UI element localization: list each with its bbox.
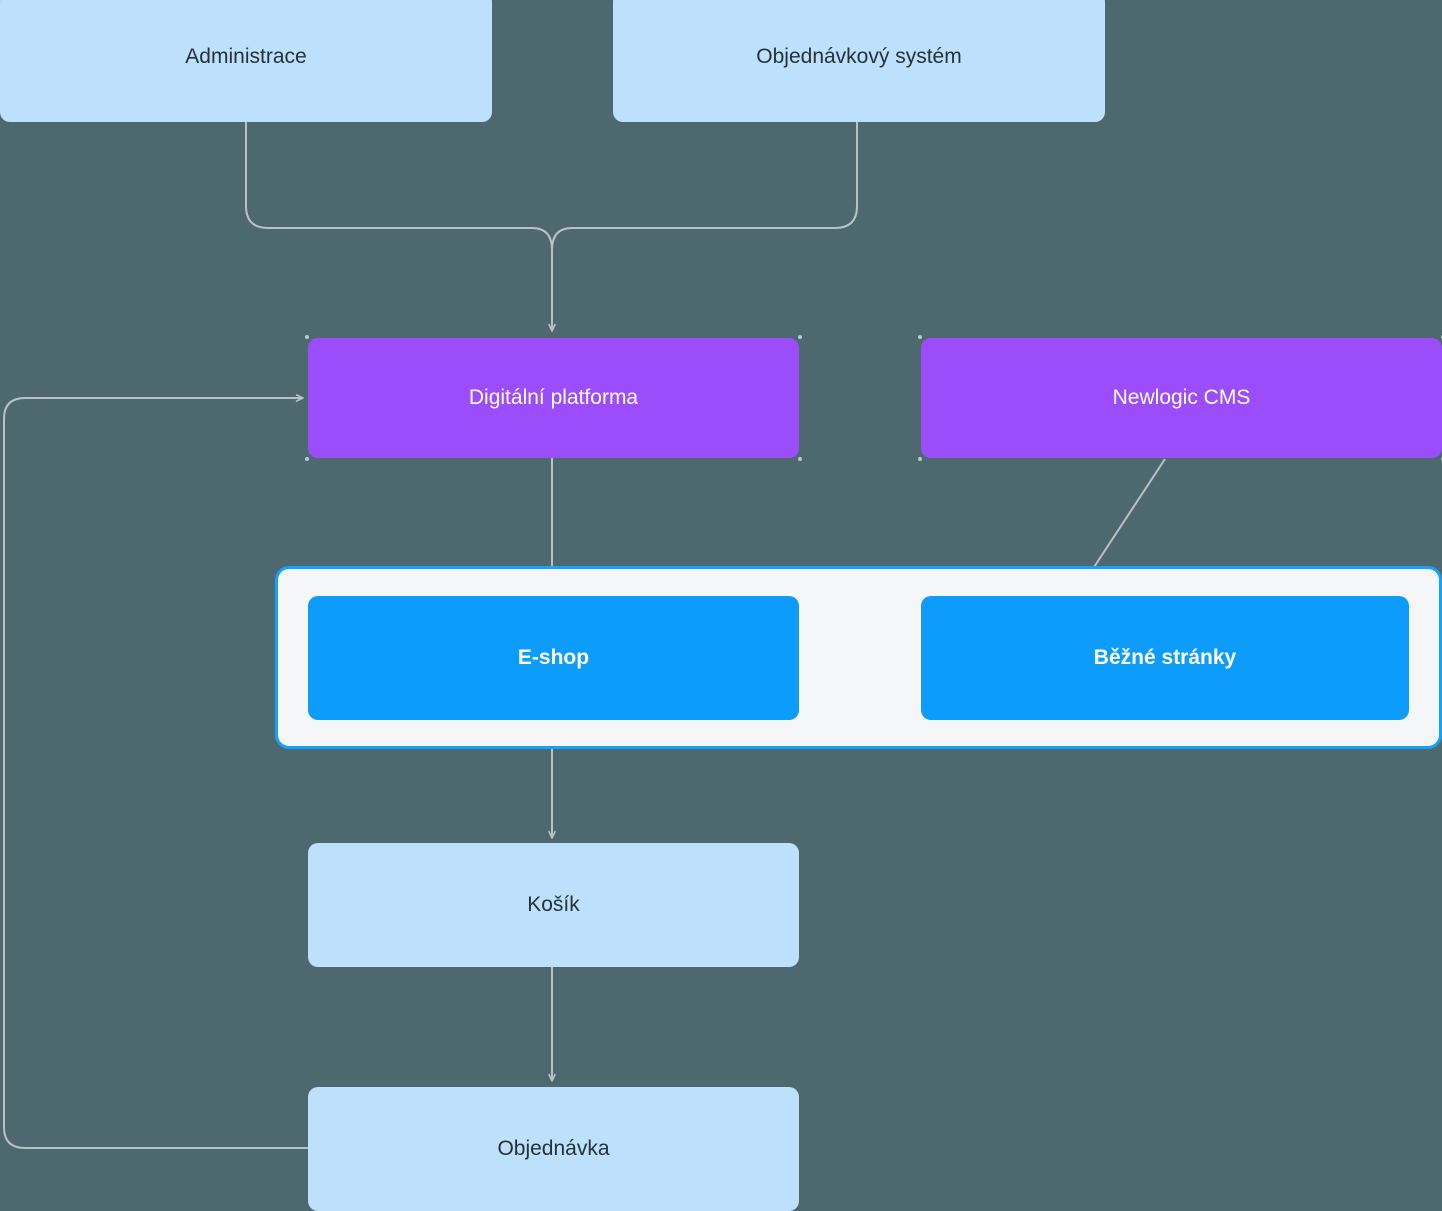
node-digitalni-platforma[interactable]: Digitální platforma [305,335,802,461]
node-bezne-stranky[interactable]: Běžné stránky [921,596,1409,720]
node-objednavkovy-system[interactable]: Objednávkový systém [613,0,1105,122]
node-digitalni-platforma-label: Digitální platforma [468,385,639,409]
node-objednavkovy-system-label: Objednávkový systém [756,44,962,68]
node-newlogic-cms[interactable]: Newlogic CMS [918,335,1442,461]
edge-objednavka-to-digitalni-platforma [3,394,308,1149]
node-newlogic-cms-label: Newlogic CMS [1112,385,1251,409]
node-kosik[interactable]: Košík [308,843,799,967]
node-e-shop[interactable]: E-shop [308,596,799,720]
node-objednavka-label: Objednávka [497,1136,610,1160]
node-bezne-stranky-label: Běžné stránky [1093,645,1237,669]
node-e-shop-label: E-shop [517,645,590,669]
edge-objednavkovy-system-to-digitalni-platforma [551,122,858,295]
edge-administrace-to-digitalni-platforma [245,122,556,332]
node-kosik-label: Košík [527,892,580,916]
node-administrace-label: Administrace [185,44,307,68]
node-objednavka[interactable]: Objednávka [308,1087,799,1211]
node-administrace[interactable]: Administrace [0,0,492,122]
